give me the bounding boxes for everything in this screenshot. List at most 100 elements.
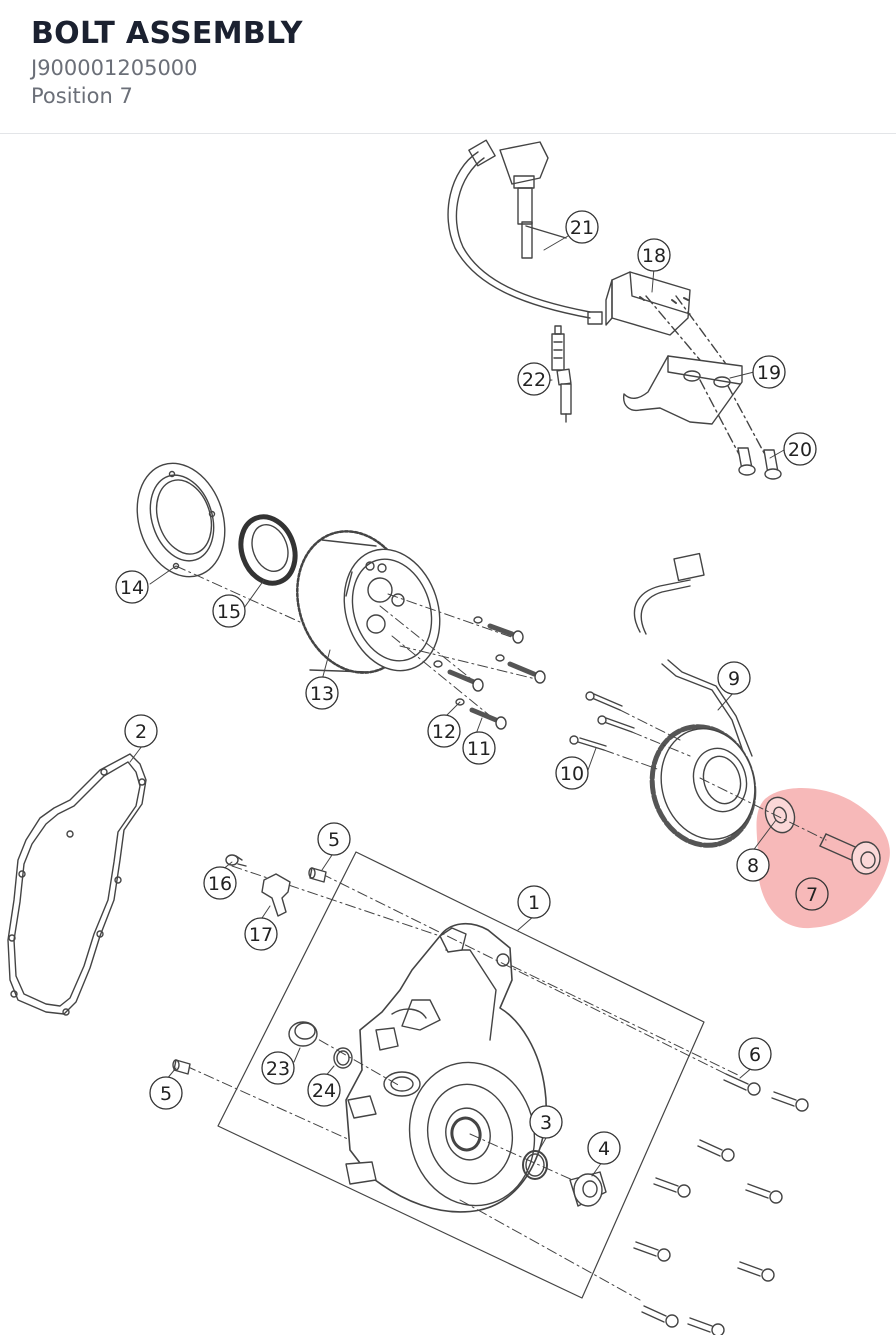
ignition-coil-part xyxy=(587,271,727,365)
stator-part xyxy=(633,552,757,848)
callout-c16[interactable]: 16 xyxy=(203,866,237,900)
clutch-cover-part xyxy=(345,923,547,1213)
callout-c18[interactable]: 18 xyxy=(637,238,671,272)
spark-plug-part xyxy=(551,325,572,423)
cap-23-part xyxy=(288,1021,318,1047)
callout-label: 23 xyxy=(266,1058,290,1080)
callout-c6[interactable]: 6 xyxy=(738,1037,772,1071)
callout-label: 12 xyxy=(432,721,456,743)
callout-label: 10 xyxy=(560,763,584,785)
callout-c8[interactable]: 8 xyxy=(736,848,770,882)
callout-label: 14 xyxy=(120,577,144,599)
rotor-part xyxy=(296,530,441,674)
callout-circle xyxy=(587,1131,621,1165)
callout-circle xyxy=(637,238,671,272)
callout-circle xyxy=(738,1037,772,1071)
cover-frame xyxy=(217,851,705,1299)
oring-24-part xyxy=(333,1047,353,1069)
freewheel-part xyxy=(238,514,298,586)
part-number: J900001205000 xyxy=(31,56,198,80)
callout-label: 5 xyxy=(328,829,340,851)
flywheel-axis-lines xyxy=(175,565,541,725)
callout-circle xyxy=(555,756,589,790)
callout-circle xyxy=(203,866,237,900)
cover-bolts-6 xyxy=(633,1073,809,1335)
part-title: BOLT ASSEMBLY xyxy=(31,16,303,51)
callout-c9[interactable]: 9 xyxy=(717,661,751,695)
sensor-17-part xyxy=(261,873,291,917)
callout-c4[interactable]: 4 xyxy=(587,1131,621,1165)
stator-screws xyxy=(569,691,691,771)
dowel-pin-5a xyxy=(308,867,327,883)
callout-label: 15 xyxy=(217,601,241,623)
callout-c12[interactable]: 12 xyxy=(427,714,461,748)
callout-label: 17 xyxy=(249,924,273,946)
callout-label: 7 xyxy=(806,884,818,906)
callout-c15[interactable]: 15 xyxy=(212,594,246,628)
callout-label: 4 xyxy=(598,1138,610,1160)
callout-label: 1 xyxy=(528,892,540,914)
callout-circle xyxy=(317,822,351,856)
callout-circle xyxy=(462,731,496,765)
callout-c19[interactable]: 19 xyxy=(752,355,786,389)
callout-label: 24 xyxy=(312,1080,336,1102)
callout-c22[interactable]: 22 xyxy=(517,362,551,396)
callout-c10[interactable]: 10 xyxy=(555,756,589,790)
callout-circle xyxy=(261,1051,295,1085)
callout-c7[interactable]: 7 xyxy=(795,877,829,911)
callout-c5a[interactable]: 5 xyxy=(317,822,351,856)
callout-circle xyxy=(212,594,246,628)
callout-circle xyxy=(244,917,278,951)
plug-4-part xyxy=(569,1171,607,1207)
callout-circle xyxy=(305,676,339,710)
callout-circle xyxy=(517,362,551,396)
callout-label: 5 xyxy=(160,1083,172,1105)
callout-circle xyxy=(752,355,786,389)
callout-label: 18 xyxy=(642,245,666,267)
callout-c20[interactable]: 20 xyxy=(783,432,817,466)
callout-circle xyxy=(149,1076,183,1110)
callout-circle xyxy=(795,877,829,911)
callout-c11[interactable]: 11 xyxy=(462,731,496,765)
callout-c17[interactable]: 17 xyxy=(244,917,278,951)
callout-circle xyxy=(124,714,158,748)
screw-16-part xyxy=(225,854,247,867)
dowel-pin-5b xyxy=(172,1059,191,1075)
callout-label: 13 xyxy=(310,683,334,705)
callout-label: 16 xyxy=(208,873,232,895)
callout-c3[interactable]: 3 xyxy=(529,1105,563,1139)
callout-label: 19 xyxy=(757,362,781,384)
callout-label: 11 xyxy=(467,738,491,760)
callout-c5b[interactable]: 5 xyxy=(149,1076,183,1110)
callout-circle xyxy=(783,432,817,466)
callout-circle xyxy=(517,885,551,919)
callout-label: 8 xyxy=(747,855,759,877)
callout-label: 20 xyxy=(788,439,812,461)
seal-ring-part xyxy=(136,462,226,578)
callout-c23[interactable]: 23 xyxy=(261,1051,295,1085)
callout-c21[interactable]: 21 xyxy=(565,210,599,244)
callout-c1[interactable]: 1 xyxy=(517,885,551,919)
callout-label: 2 xyxy=(135,721,147,743)
callout-label: 21 xyxy=(570,217,594,239)
callout-label: 9 xyxy=(728,668,740,690)
callout-c14[interactable]: 14 xyxy=(115,570,149,604)
callout-label: 22 xyxy=(522,369,546,391)
bolt-7-part xyxy=(699,777,881,875)
coil-bracket-part xyxy=(623,355,771,465)
callout-c13[interactable]: 13 xyxy=(305,676,339,710)
gasket-part xyxy=(7,753,147,1016)
callout-label: 3 xyxy=(540,1112,552,1134)
bolt-20-pair xyxy=(737,447,782,480)
callout-circle xyxy=(115,570,149,604)
position-label: Position 7 xyxy=(31,84,133,108)
oring-3-part xyxy=(522,1150,548,1180)
callout-c2[interactable]: 2 xyxy=(124,714,158,748)
callout-circle xyxy=(717,661,751,695)
callout-circle xyxy=(427,714,461,748)
callout-c24[interactable]: 24 xyxy=(307,1073,341,1107)
callout-circle xyxy=(529,1105,563,1139)
callout-circle xyxy=(307,1073,341,1107)
